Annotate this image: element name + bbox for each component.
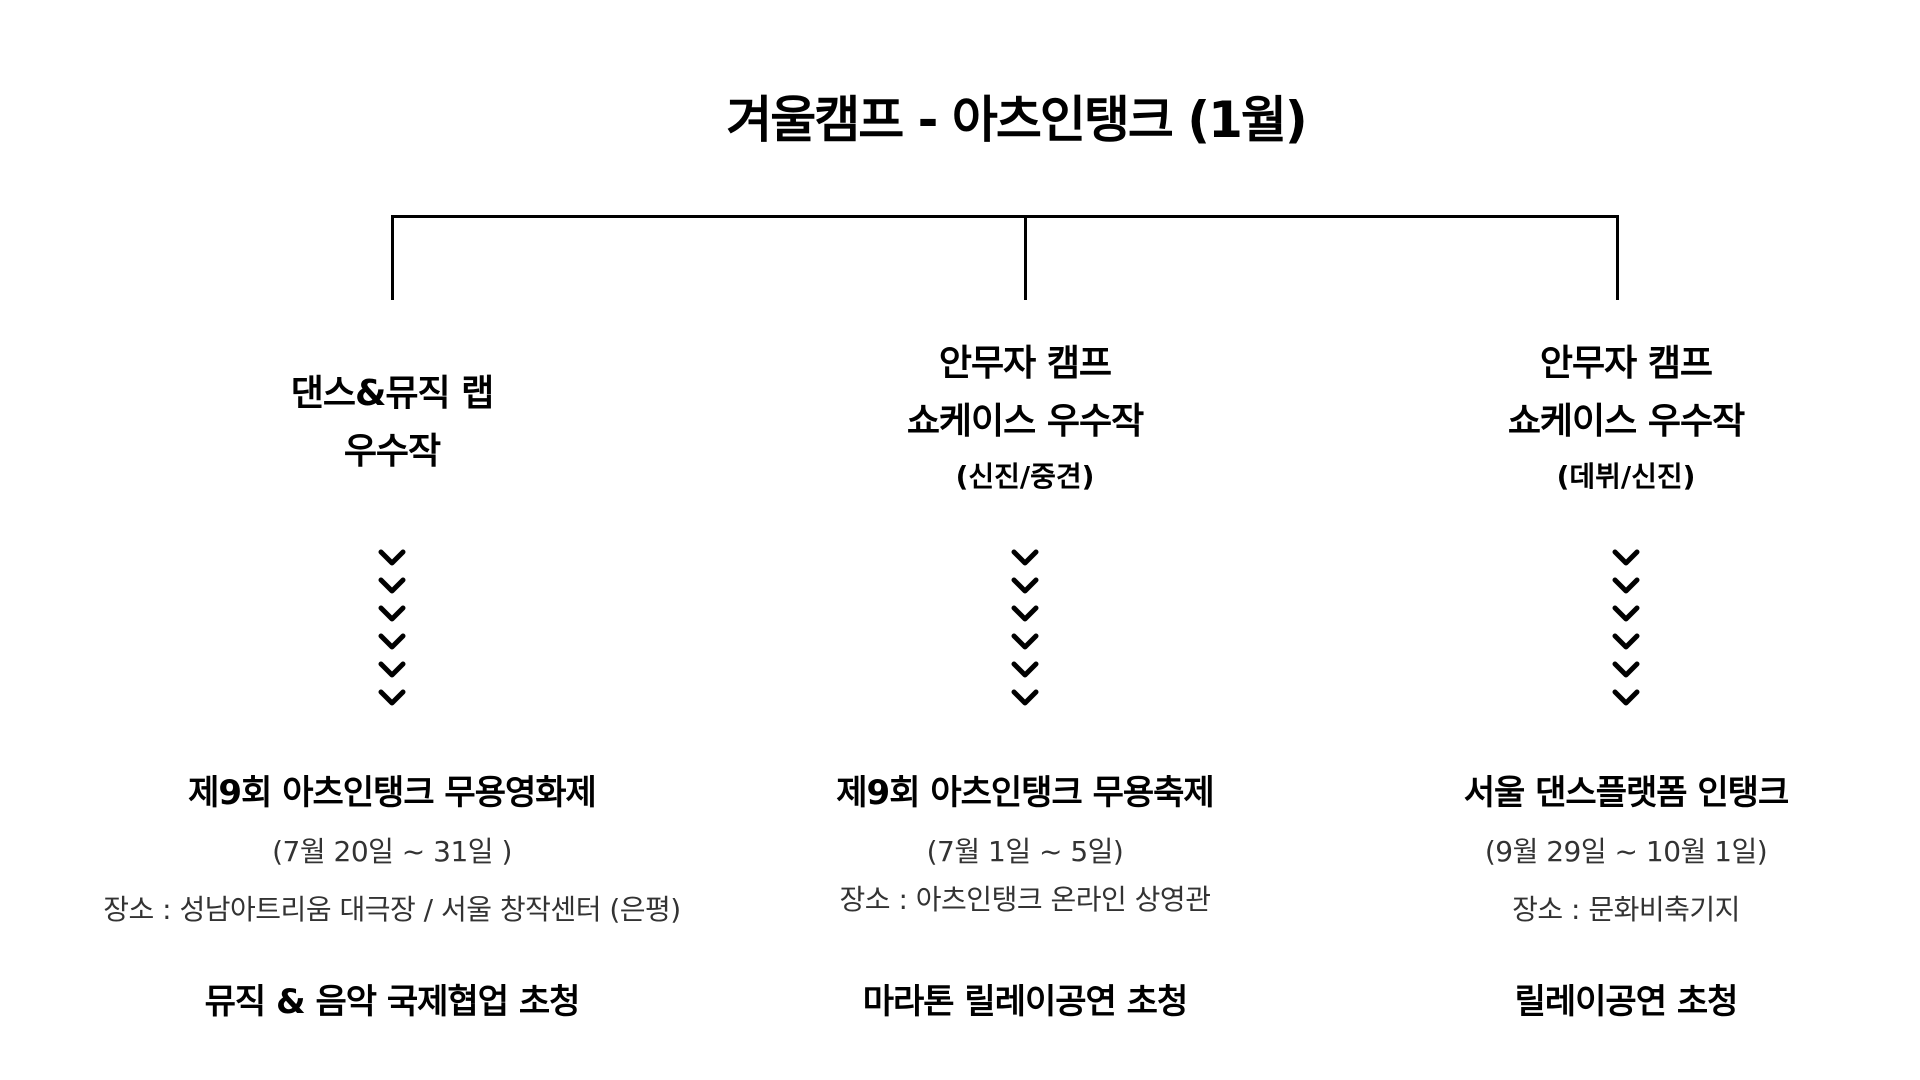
invitation: 릴레이공연 초청	[1514, 982, 1739, 1022]
heading-line: 댄스&뮤직 랩	[290, 373, 495, 414]
event-title: 서울 댄스플랫폼 인탱크	[1463, 773, 1789, 813]
branch-choreographer-camp-new-mid: 안무자 캠프 쇼케이스 우수작 (신진/중견)	[705, 335, 1345, 497]
heading-line: 안무자 캠프	[938, 343, 1112, 384]
chevron-down-icon	[378, 661, 406, 678]
chevron-down-icon	[1612, 633, 1640, 650]
event-title: 제9회 아츠인탱크 무용영화제	[188, 773, 597, 813]
branch-choreographer-camp-debut-new: 안무자 캠프 쇼케이스 우수작 (데뷔/신진)	[1306, 335, 1920, 497]
event-venue: 장소 : 성남아트리움 대극장 / 서울 창작센터 (은평)	[103, 893, 681, 926]
connector-center	[1024, 215, 1027, 300]
chevron-down-icon	[378, 633, 406, 650]
diagram-title: 겨울캠프 - 아츠인탱크 (1월)	[726, 91, 1307, 149]
heading-line: 안무자 캠프	[1539, 343, 1713, 384]
heading-line: 쇼케이스 우수작	[906, 401, 1144, 442]
branch-heading: 안무자 캠프 쇼케이스 우수작	[705, 335, 1345, 451]
chevron-down-icon	[1011, 633, 1039, 650]
chevron-down-icon	[1612, 549, 1640, 566]
branch-heading: 댄스&뮤직 랩 우수작	[72, 365, 712, 481]
event-dates: (7월 20일 ~ 31일 )	[272, 835, 512, 868]
result-dance-festival: 제9회 아츠인탱크 무용축제 (7월 1일 ~ 5일) 장소 : 아츠인탱크 온…	[705, 765, 1345, 1023]
heading-line: 우수작	[343, 431, 441, 472]
connector-right	[1616, 215, 1619, 300]
chevron-down-icon	[378, 577, 406, 594]
event-dates: (9월 29일 ~ 10월 1일)	[1484, 835, 1768, 868]
chevron-down-icon	[1011, 661, 1039, 678]
result-dance-film-festival: 제9회 아츠인탱크 무용영화제 (7월 20일 ~ 31일 ) 장소 : 성남아…	[72, 765, 712, 1023]
event-venue: 장소 : 문화비축기지	[1512, 893, 1740, 926]
branch-dance-music-lab: 댄스&뮤직 랩 우수작	[72, 0, 712, 481]
chevron-down-icon	[1011, 549, 1039, 566]
branch-heading: 안무자 캠프 쇼케이스 우수작	[1306, 335, 1920, 451]
heading-line: 쇼케이스 우수작	[1507, 401, 1745, 442]
result-seoul-dance-platform: 서울 댄스플랫폼 인탱크 (9월 29일 ~ 10월 1일) 장소 : 문화비축…	[1306, 765, 1920, 1023]
chevron-down-icon	[1011, 605, 1039, 622]
chevron-down-icon	[1011, 689, 1039, 706]
chevron-down-icon	[1011, 577, 1039, 594]
event-dates: (7월 1일 ~ 5일)	[926, 835, 1124, 868]
chevron-down-icon	[1612, 689, 1640, 706]
invitation: 마라톤 릴레이공연 초청	[862, 982, 1188, 1022]
branch-subheading: (신진/중견)	[955, 460, 1095, 493]
event-venue: 장소 : 아츠인탱크 온라인 상영관	[839, 883, 1211, 916]
invitation: 뮤직 & 음악 국제협업 초청	[204, 982, 581, 1022]
chevron-down-icon	[1612, 661, 1640, 678]
connector-horizontal	[391, 215, 1619, 218]
chevron-down-icon	[378, 549, 406, 566]
chevron-down-icon	[1612, 605, 1640, 622]
chevron-down-icon	[378, 605, 406, 622]
branch-subheading: (데뷔/신진)	[1556, 460, 1696, 493]
connector-left	[391, 215, 394, 300]
chevron-down-icon	[1612, 577, 1640, 594]
event-title: 제9회 아츠인탱크 무용축제	[836, 773, 1214, 813]
chevron-down-icon	[378, 689, 406, 706]
